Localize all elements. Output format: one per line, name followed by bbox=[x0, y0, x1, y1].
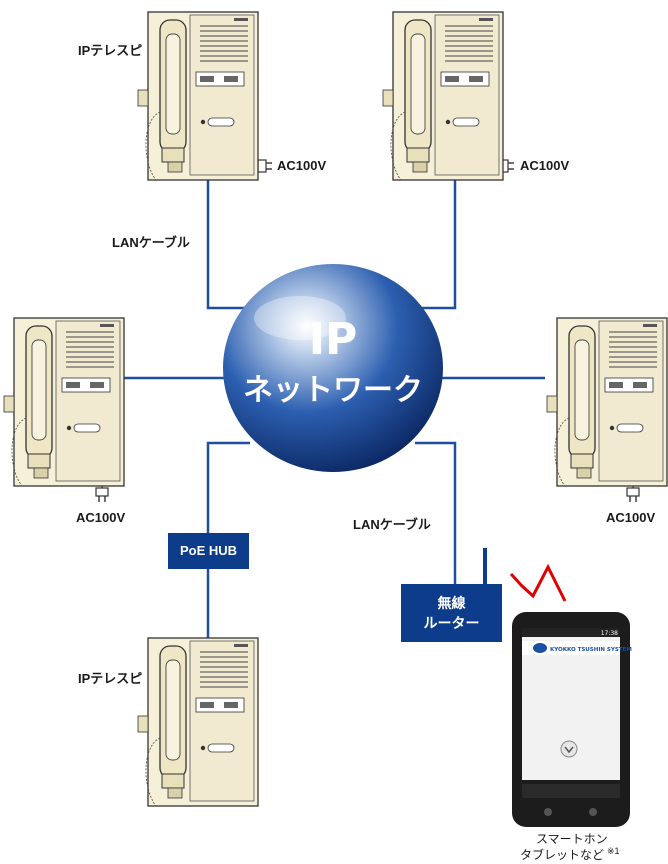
ip-telespi-phone-bottom bbox=[137, 637, 259, 807]
plug-icon bbox=[626, 487, 640, 503]
network-title-line1: IP bbox=[308, 314, 358, 365]
device-label-bottom: IPテレスピ bbox=[78, 671, 143, 686]
poe-hub-box: PoE HUB bbox=[168, 533, 249, 569]
lan-cable-label-bottom: LANケーブル bbox=[353, 517, 431, 532]
line-bottom-right bbox=[415, 441, 457, 584]
company-logo-icon bbox=[533, 643, 547, 653]
smartphone-caption-line1: スマートホン bbox=[536, 832, 608, 846]
wireless-router-box: 無線 ルーター bbox=[401, 584, 502, 642]
line-top-left bbox=[206, 160, 258, 310]
footnote-mark: ※1 bbox=[607, 846, 620, 856]
network-title-line2: ネットワーク bbox=[243, 373, 423, 408]
line-bottom-left bbox=[206, 441, 250, 640]
poe-hub-label: PoE HUB bbox=[179, 543, 238, 558]
device-label-top-left: IPテレスピ bbox=[78, 43, 143, 58]
router-label-line2: ルーター bbox=[423, 615, 480, 631]
wireless-signal-icon bbox=[509, 563, 567, 602]
ip-telespi-phone-top-left bbox=[137, 11, 259, 181]
ip-network-globe bbox=[223, 264, 443, 472]
download-icon bbox=[560, 740, 578, 758]
smartphone-caption-line2: タブレットなど※1 bbox=[520, 846, 620, 863]
ip-telespi-phone-left bbox=[3, 317, 125, 487]
smartphone bbox=[512, 612, 630, 827]
smartphone-banner-text: KYOKKO TSUSHIN SYSTEM bbox=[550, 647, 632, 653]
line-top-right bbox=[405, 160, 457, 310]
power-label-top-right: AC100V bbox=[520, 158, 570, 173]
power-label-top-left: AC100V bbox=[277, 158, 327, 173]
ip-telespi-phone-right bbox=[546, 317, 668, 487]
plug-icon bbox=[257, 159, 273, 173]
plug-icon bbox=[95, 487, 109, 503]
router-label-line1: 無線 bbox=[437, 595, 466, 611]
ip-telespi-phone-top-right bbox=[382, 11, 504, 181]
smartphone-status-time: 17:38 bbox=[601, 630, 618, 637]
power-label-left: AC100V bbox=[76, 510, 126, 525]
smartphone-caption-text: タブレットなど bbox=[520, 848, 605, 862]
power-label-right: AC100V bbox=[606, 510, 656, 525]
lan-cable-label-top: LANケーブル bbox=[112, 235, 190, 250]
